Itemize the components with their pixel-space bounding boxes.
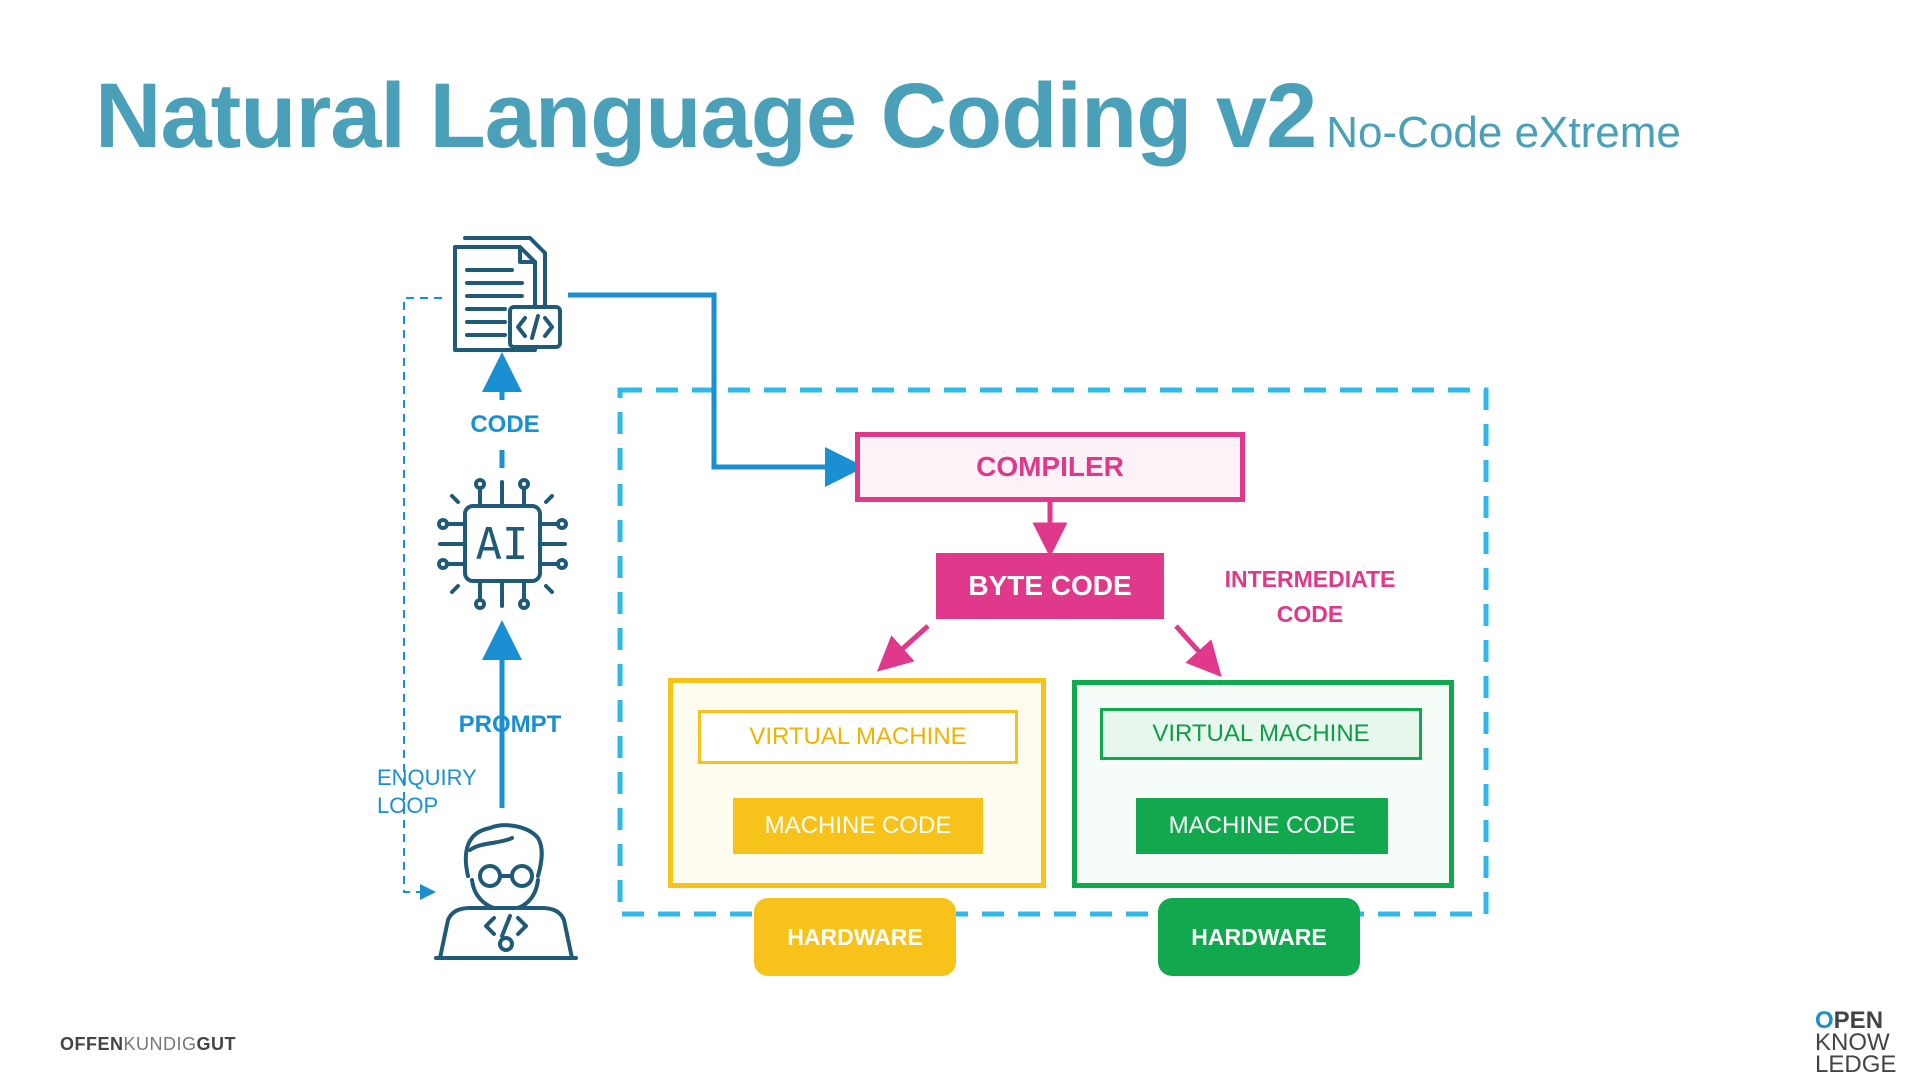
enquiry-loop-connector — [403, 297, 442, 900]
logo-line-2: KNOW — [1815, 1029, 1890, 1056]
logo-line-1: OPEN — [1815, 1007, 1905, 1034]
code-to-compiler-connector — [568, 292, 865, 487]
logo-o: O — [1815, 1007, 1834, 1034]
intermediate-line-2: CODE — [1276, 601, 1344, 627]
enquiry-loop-label: ENQUIRY LOOP — [377, 764, 477, 820]
brand-part-1: OFFEN — [60, 1034, 124, 1054]
left-virtual-machine-box: VIRTUAL MACHINE — [698, 710, 1018, 764]
logo-pen: PEN — [1833, 1007, 1884, 1034]
brand-part-2: KUNDIG — [123, 1034, 197, 1054]
right-hardware-box: HARDWARE — [1158, 898, 1360, 976]
ai-chip-icon: AI — [437, 478, 568, 610]
open-knowledge-logo: OPEN KNOW LEDGE — [1815, 1007, 1905, 1078]
runtime-dashed-frame — [617, 387, 1489, 917]
right-machine-code-box: MACHINE CODE — [1136, 798, 1388, 854]
footer-brand: OFFENKUNDIGGUT — [60, 1034, 236, 1055]
code-label: CODE — [470, 411, 540, 438]
enquiry-line-2: LOOP — [377, 793, 439, 818]
left-machine-code-box: MACHINE CODE — [733, 798, 983, 854]
bytecode-to-right-vm-arrow — [1174, 624, 1222, 678]
logo-line-3: LEDGE — [1815, 1051, 1897, 1078]
title-text: Natural Language Coding v2 — [95, 65, 1317, 167]
code-document-icon — [453, 236, 562, 352]
left-hardware-box: HARDWARE — [754, 898, 956, 976]
developer-icon — [434, 823, 578, 960]
compiler-box: COMPILER — [855, 432, 1245, 502]
intermediate-line-1: INTERMEDIATE — [1224, 566, 1396, 592]
page-subtitle: No-Code eXtreme — [1326, 108, 1681, 157]
enquiry-line-1: ENQUIRY — [377, 765, 477, 790]
byte-code-box: BYTE CODE — [936, 553, 1164, 619]
prompt-label: PROMPT — [458, 711, 562, 738]
brand-part-3: GUT — [196, 1034, 237, 1054]
svg-text:AI: AI — [476, 519, 529, 570]
intermediate-code-label: INTERMEDIATE CODE — [1195, 562, 1425, 632]
right-virtual-machine-box: VIRTUAL MACHINE — [1100, 708, 1422, 760]
bytecode-to-left-vm-arrow — [876, 624, 930, 672]
